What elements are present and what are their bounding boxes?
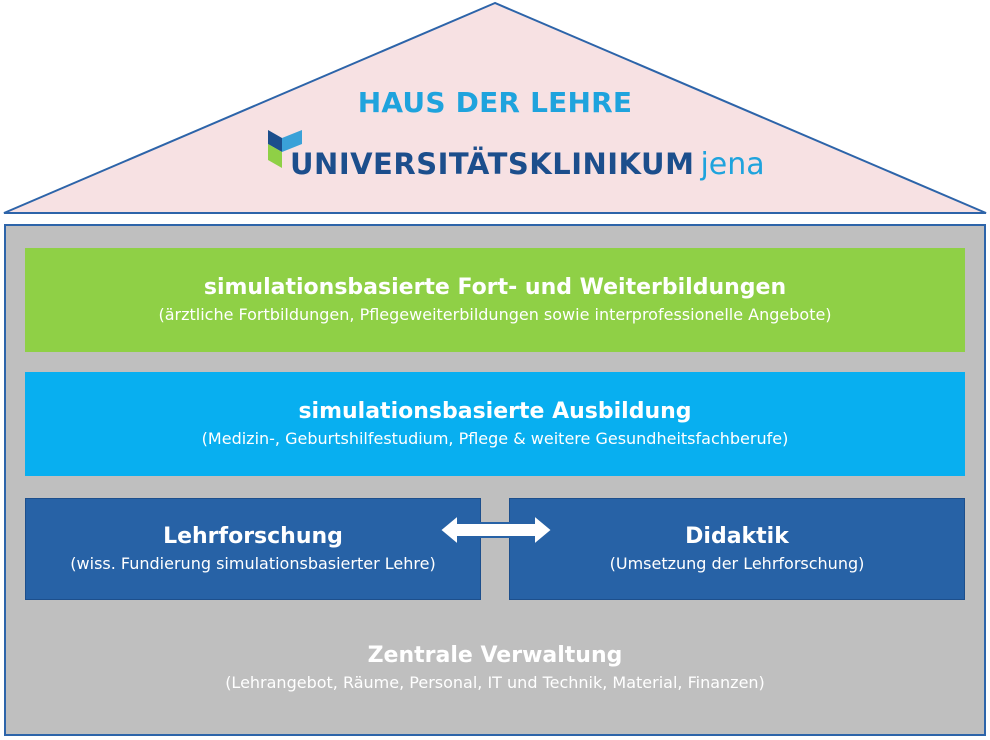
fortbildung-subtitle: (ärztliche Fortbildungen, Pflegeweiterbi… [158, 305, 832, 324]
logo-text-bold: UNIVERSITÄTSKLINIKUM [290, 147, 695, 181]
ausbildung-title: simulationsbasierte Ausbildung [298, 399, 692, 424]
lehrforschung-block: Lehrforschung (wiss. Fundierung simulati… [25, 498, 481, 600]
didaktik-title: Didaktik [685, 524, 789, 549]
ausbildung-block: simulationsbasierte Ausbildung (Medizin-… [25, 372, 965, 476]
double-arrow-icon [438, 512, 554, 548]
lehrforschung-title: Lehrforschung [163, 524, 343, 549]
logo-text-light: jena [700, 147, 765, 182]
verwaltung-subtitle: (Lehrangebot, Räume, Personal, IT und Te… [225, 673, 765, 692]
didaktik-subtitle: (Umsetzung der Lehrforschung) [609, 554, 865, 573]
logo-mark-icon [268, 130, 302, 168]
verwaltung-block: Zentrale Verwaltung (Lehrangebot, Räume,… [25, 620, 965, 716]
fortbildung-title: simulationsbasierte Fort- und Weiterbild… [203, 275, 787, 300]
verwaltung-title: Zentrale Verwaltung [367, 643, 623, 668]
lehrforschung-subtitle: (wiss. Fundierung simulationsbasierter L… [70, 554, 436, 573]
didaktik-block: Didaktik (Umsetzung der Lehrforschung) [509, 498, 965, 600]
ausbildung-subtitle: (Medizin-, Geburtshilfestudium, Pflege &… [201, 429, 789, 448]
roof-title: HAUS DER LEHRE [357, 86, 633, 119]
house-roof [3, 1, 987, 214]
fortbildung-block: simulationsbasierte Fort- und Weiterbild… [25, 248, 965, 352]
